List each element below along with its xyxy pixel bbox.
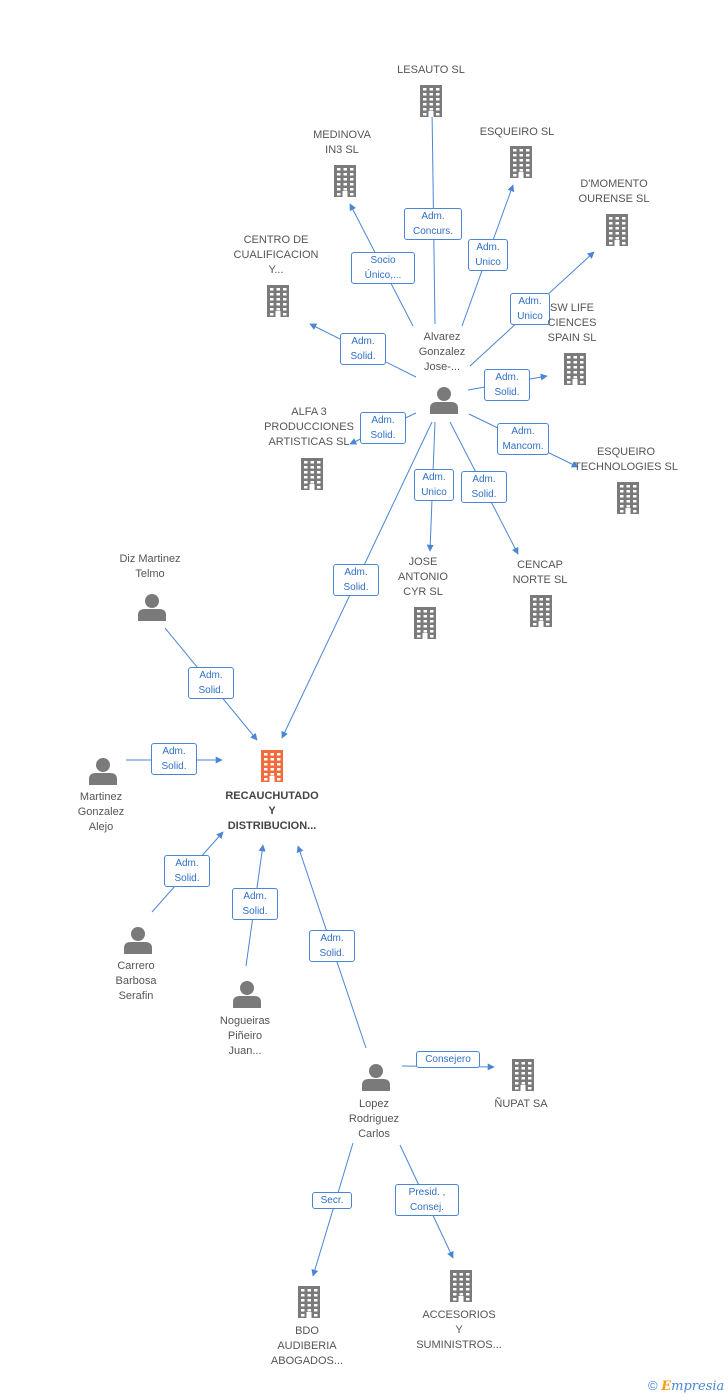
copyright-icon: © — [648, 1378, 658, 1393]
edge-label-lopez-bdo[interactable]: Secr. — [312, 1191, 352, 1209]
edge-label-lopez-accesorios[interactable]: Presid. , Consej. — [395, 1184, 459, 1216]
node-label-alvarez[interactable]: Alvarez Gonzalez Jose-... — [418, 331, 466, 373]
edge-label-nogueiras-main[interactable]: Adm. Solid. — [232, 888, 278, 920]
edge-label-alvarez-esqtech[interactable]: Adm. Mancom. — [497, 423, 549, 455]
node-label-diz[interactable]: Diz Martinez Telmo — [119, 553, 181, 580]
node-label-nogueiras[interactable]: Nogueiras Piñeiro Juan... — [219, 1015, 271, 1057]
node-label-alfa3[interactable]: ALFA 3 PRODUCCIONES ARTISTICAS SL — [264, 406, 354, 448]
company-building-icon[interactable] — [606, 214, 628, 246]
node-label-martinez[interactable]: Martinez Gonzalez Alejo — [77, 791, 125, 833]
node-label-accesorios[interactable]: ACCESORIOS Y SUMINISTROS... — [416, 1309, 502, 1351]
edge-label-lopez-nupat[interactable]: Consejero — [416, 1050, 480, 1068]
node-label-esqtech[interactable]: ESQUEIRO TECHNOLOGIES SL — [574, 446, 678, 473]
company-building-icon[interactable] — [420, 85, 442, 117]
company-building-icon[interactable] — [564, 353, 586, 385]
edge-label-alvarez-swlife[interactable]: Adm. Solid. — [484, 369, 530, 401]
node-label-main[interactable]: RECAUCHUTADO Y DISTRIBUCION... — [225, 790, 319, 832]
node-label-centro[interactable]: CENTRO DE CUALIFICACION Y... — [233, 234, 319, 276]
edge-label-alvarez-esqueiro[interactable]: Adm. Unico — [468, 239, 508, 271]
company-building-icon[interactable] — [510, 146, 532, 178]
node-label-esqueiro[interactable]: ESQUEIRO SL — [479, 126, 555, 138]
empresia-logo[interactable]: Empresia — [661, 1379, 725, 1394]
edge-label-alvarez-centro[interactable]: Adm. Solid. — [340, 333, 386, 365]
company-building-icon[interactable] — [334, 165, 356, 197]
edge-label-alvarez-main[interactable]: Adm. Solid. — [333, 564, 379, 596]
company-building-icon[interactable] — [617, 482, 639, 514]
edge-lopez-bdo — [311, 1142, 354, 1277]
edge-label-carrero-main[interactable]: Adm. Solid. — [164, 855, 210, 887]
edge-label-alvarez-lesauto[interactable]: Adm. Concurs. — [404, 208, 462, 240]
edge-label-diz-main[interactable]: Adm. Solid. — [188, 667, 234, 699]
company-building-icon[interactable] — [450, 1270, 472, 1302]
node-label-carrero[interactable]: Carrero Barbosa Serafin — [115, 960, 157, 1002]
node-label-cencap[interactable]: CENCAP NORTE SL — [512, 559, 568, 586]
company-building-icon[interactable] — [298, 1286, 320, 1318]
edge-label-alvarez-dmomento[interactable]: Adm. Unico — [510, 293, 550, 325]
empresia-footer: © Empresia — [648, 1378, 724, 1394]
edge-label-lopez-main[interactable]: Adm. Solid. — [309, 930, 355, 962]
edge-label-martinez-main[interactable]: Adm. Solid. — [151, 743, 197, 775]
person-icon[interactable] — [233, 981, 261, 1008]
company-building-icon[interactable] — [530, 595, 552, 627]
node-label-lesauto[interactable]: LESAUTO SL — [397, 64, 465, 76]
person-icon[interactable] — [430, 387, 458, 414]
node-label-lopez[interactable]: Lopez Rodriguez Carlos — [348, 1098, 400, 1140]
node-label-josecyr[interactable]: JOSE ANTONIO CYR SL — [398, 556, 448, 598]
company-building-icon[interactable] — [267, 285, 289, 317]
edge-label-alvarez-josecyr[interactable]: Adm. Unico — [414, 469, 454, 501]
edge-label-alvarez-alfa3[interactable]: Adm. Solid. — [360, 412, 406, 444]
main-company-building-icon[interactable] — [261, 750, 283, 782]
node-label-swlife[interactable]: SW LIFE CIENCES SPAIN SL — [547, 302, 597, 344]
node-label-bdo[interactable]: BDO AUDIBERIA ABOGADOS... — [270, 1325, 344, 1367]
person-icon[interactable] — [89, 758, 117, 785]
node-label-nupat[interactable]: ÑUPAT SA — [494, 1098, 548, 1110]
person-icon[interactable] — [138, 594, 166, 621]
node-label-dmomento[interactable]: D'MOMENTO OURENSE SL — [578, 178, 650, 205]
node-label-medinova[interactable]: MEDINOVA IN3 SL — [313, 129, 371, 156]
company-building-icon[interactable] — [414, 607, 436, 639]
person-icon[interactable] — [362, 1064, 390, 1091]
company-building-icon[interactable] — [512, 1059, 534, 1091]
person-icon[interactable] — [124, 927, 152, 954]
edge-label-alvarez-medinova[interactable]: Socio Único,... — [351, 252, 415, 284]
company-building-icon[interactable] — [301, 458, 323, 490]
edge-label-alvarez-cencap[interactable]: Adm. Solid. — [461, 471, 507, 503]
